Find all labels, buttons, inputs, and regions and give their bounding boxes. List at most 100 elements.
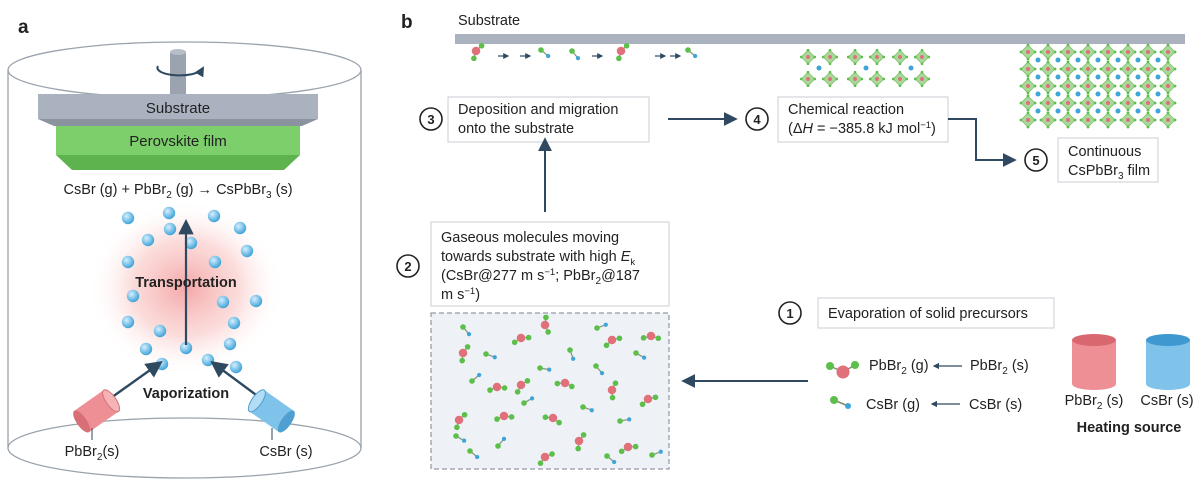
gas-sphere bbox=[126, 289, 140, 303]
rotation-arrow-icon bbox=[156, 65, 205, 78]
pbbr2-molecule bbox=[607, 380, 619, 401]
perovskite-unit bbox=[1139, 43, 1157, 61]
perovskite-unit bbox=[1119, 77, 1137, 95]
gas-sphere bbox=[184, 236, 198, 250]
cs-atom bbox=[1075, 108, 1081, 114]
cs-atom bbox=[908, 65, 914, 71]
perovskite-unit bbox=[868, 48, 886, 66]
csbr-molecule bbox=[453, 433, 467, 443]
csbr-molecule bbox=[604, 453, 617, 465]
perovskite-unit bbox=[1099, 94, 1117, 112]
cs-atom bbox=[1035, 108, 1041, 114]
perovskite-unit bbox=[1059, 77, 1077, 95]
pbbr2-molecule bbox=[616, 42, 630, 62]
perovskite-unit bbox=[1039, 60, 1057, 78]
csbr-molecule bbox=[467, 448, 480, 460]
gas-sphere bbox=[249, 294, 263, 308]
cs-atom bbox=[1155, 91, 1161, 97]
perovskite-unit bbox=[1119, 43, 1137, 61]
cs-atom bbox=[1115, 74, 1121, 80]
cs-atom bbox=[1135, 91, 1141, 97]
step-1-badge bbox=[778, 301, 802, 325]
perovskite-unit bbox=[913, 48, 931, 66]
gas-sphere bbox=[229, 360, 243, 374]
cs-atom bbox=[1095, 91, 1101, 97]
step-3: 3 Deposition and migration onto the subs… bbox=[419, 96, 650, 143]
perovskite-unit bbox=[1019, 77, 1037, 95]
perovskite-unit bbox=[1159, 111, 1177, 129]
perovskite-unit bbox=[1059, 94, 1077, 112]
gas-sphere bbox=[223, 337, 237, 351]
csbr-molecule bbox=[594, 322, 608, 331]
perovskite-unit bbox=[1159, 94, 1177, 112]
cs-atom bbox=[1075, 91, 1081, 97]
cs-atom bbox=[1135, 57, 1141, 63]
heating-source-label: Heating source bbox=[1077, 420, 1182, 436]
migrating-molecules bbox=[471, 42, 698, 62]
csbr-molecule bbox=[495, 436, 507, 449]
csbr-molecule bbox=[593, 363, 605, 376]
perovskite-unit bbox=[891, 48, 909, 66]
pbbr2-molecule bbox=[487, 382, 508, 393]
panel-a-label: a bbox=[18, 17, 29, 38]
perovskite-unit bbox=[1099, 111, 1117, 129]
perovskite-unit bbox=[1019, 94, 1037, 112]
perovskite-unit bbox=[1039, 111, 1057, 129]
perovskite-film: Perovskite film bbox=[56, 126, 300, 170]
step-4: 4 Chemical reaction (ΔH = −385.8 kJ mol−… bbox=[745, 96, 949, 143]
csbr-molecule bbox=[469, 372, 482, 384]
cs-atom bbox=[1135, 74, 1141, 80]
perovskite-unit bbox=[821, 48, 839, 66]
csbr-molecule bbox=[538, 47, 551, 59]
cs-atom bbox=[1035, 57, 1041, 63]
csbr-gas-label: CsBr (g) bbox=[866, 397, 920, 413]
perovskite-unit bbox=[913, 70, 931, 88]
csbr-molecule bbox=[569, 48, 581, 61]
perovskite-unit bbox=[1039, 94, 1057, 112]
step-2-line4: m s−1) bbox=[441, 286, 480, 303]
perovskite-unit bbox=[1099, 77, 1117, 95]
cs-atom bbox=[1035, 91, 1041, 97]
cs-atom bbox=[1055, 91, 1061, 97]
cs-atom bbox=[1075, 57, 1081, 63]
step-2-line1: Gaseous molecules moving bbox=[441, 230, 619, 246]
perovskite-film-label: Perovskite film bbox=[129, 133, 227, 150]
vapor-arrow-left bbox=[107, 361, 163, 401]
panel-b-label: b bbox=[401, 12, 413, 33]
csbr-molecule bbox=[521, 396, 535, 406]
pbbr2-molecule bbox=[640, 331, 662, 342]
pbbr2-crucible bbox=[1072, 334, 1116, 390]
csbr-molecule bbox=[685, 47, 698, 59]
step-5-line2: CsPbBr3 film bbox=[1068, 163, 1150, 182]
perovskite-unit bbox=[1079, 94, 1097, 112]
step-1-text: Evaporation of solid precursors bbox=[828, 306, 1028, 322]
cs-atom bbox=[1115, 108, 1121, 114]
gas-sphere bbox=[216, 295, 230, 309]
gas-sphere bbox=[141, 233, 155, 247]
cs-atom bbox=[1155, 57, 1161, 63]
csbr-solid-label: CsBr (s) bbox=[969, 397, 1022, 413]
cs-atom bbox=[1055, 74, 1061, 80]
perovskite-unit bbox=[1159, 60, 1177, 78]
perovskite-unit bbox=[1079, 111, 1097, 129]
step-3-line2: onto the substrate bbox=[458, 121, 574, 137]
step-2: 2 Gaseous molecules moving towards subst… bbox=[396, 221, 670, 307]
perovskite-unit bbox=[1019, 43, 1037, 61]
continuous-perovskite-lattice bbox=[1019, 43, 1177, 129]
pbbr2-molecule bbox=[511, 333, 532, 346]
step-2-number: 2 bbox=[404, 259, 411, 274]
gas-sphere bbox=[227, 316, 241, 330]
cs-atom bbox=[1155, 108, 1161, 114]
step-5-line1: Continuous bbox=[1068, 144, 1141, 160]
pbbr2-molecule bbox=[537, 451, 555, 466]
csbr-molecule bbox=[633, 350, 647, 360]
perovskite-unit bbox=[1159, 77, 1177, 95]
heat-csbr-label: CsBr (s) bbox=[1140, 393, 1193, 409]
csbr-molecule-icon bbox=[830, 396, 851, 409]
cs-atom bbox=[816, 65, 822, 71]
cs-atom bbox=[1055, 108, 1061, 114]
step-3-number: 3 bbox=[427, 112, 434, 127]
perovskite-unit bbox=[846, 70, 864, 88]
gas-sphere bbox=[162, 206, 176, 220]
